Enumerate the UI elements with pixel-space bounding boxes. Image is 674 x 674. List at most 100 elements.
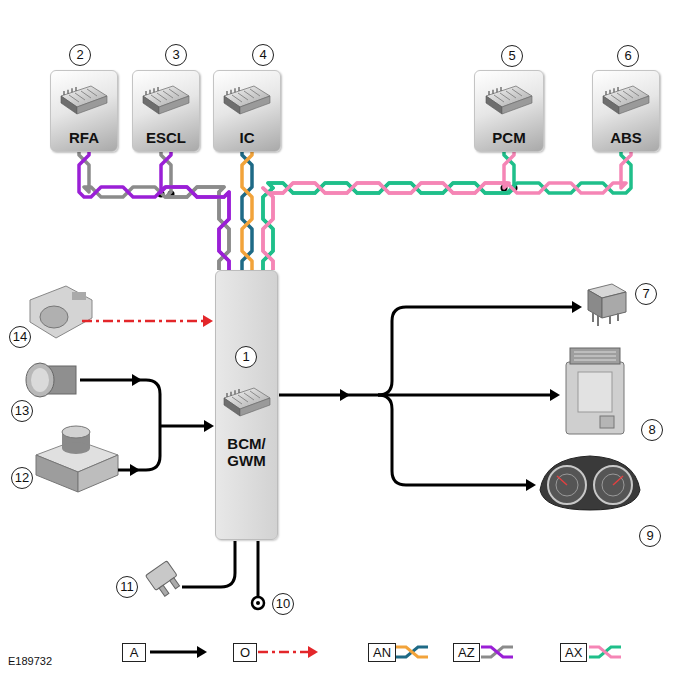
ground-eyelet (252, 597, 264, 609)
sensor-image (30, 286, 92, 338)
callout-number: 12 (11, 467, 33, 489)
arrowhead (197, 646, 207, 658)
legend-key: AN (368, 643, 396, 662)
sensor-image (30, 286, 92, 338)
module-icon (221, 383, 273, 423)
bus-strand (263, 152, 631, 270)
sensor-image (72, 292, 86, 300)
control-unit-image (574, 352, 616, 360)
module-box: RFA (50, 70, 118, 152)
control-unit-image (566, 348, 624, 434)
callout-number: 10 (272, 593, 294, 615)
switch-module-image (36, 455, 78, 492)
callout-number: 13 (11, 400, 33, 422)
callout-number: 5 (501, 45, 523, 67)
arrowhead (340, 389, 350, 401)
twisted-pair-sample (481, 647, 513, 657)
relay-image (602, 292, 626, 318)
module-name: ABS (610, 129, 642, 146)
twisted-pair-sample (396, 647, 428, 657)
fuse-image (145, 561, 182, 599)
legend-key: O (233, 643, 257, 662)
twisted-pair-bus (242, 152, 252, 270)
control-unit-image (600, 416, 614, 428)
button-image (26, 363, 76, 397)
serial-data-line (308, 646, 318, 658)
bus-strand (242, 152, 252, 270)
callout-number: 2 (69, 44, 91, 66)
callout-number: 14 (9, 326, 31, 348)
twisted-pair-sample (589, 647, 621, 657)
callout-number: 4 (252, 44, 274, 66)
legend-key: AX (560, 643, 587, 662)
relay-image (588, 284, 626, 326)
bus-strand (79, 152, 229, 270)
twisted-pair-sample (481, 647, 513, 657)
hardwired-line (257, 541, 260, 597)
module-box: ABS (592, 70, 660, 152)
hardwired-line (378, 395, 528, 485)
fuse-image (159, 585, 169, 596)
twisted-pair-bus (263, 152, 631, 270)
module-icon (58, 81, 110, 121)
hardwired-line (80, 307, 574, 652)
module-name: IC (240, 129, 255, 146)
bus-strand (263, 152, 631, 270)
serial-data-line (82, 315, 318, 658)
module-icon (600, 81, 652, 121)
module-box: IC (213, 70, 281, 152)
switch-module-image (78, 455, 118, 492)
callout-number: 9 (639, 525, 661, 547)
twisted-pair-sample (589, 647, 621, 657)
arrowhead (526, 479, 536, 491)
callout-number: 1 (235, 346, 257, 368)
module-name: ESCL (146, 129, 186, 146)
callout-number: 7 (635, 283, 657, 305)
arrowhead (130, 464, 140, 476)
arrowhead (130, 301, 582, 658)
hardwired-line (279, 307, 574, 395)
module-icon (483, 81, 535, 121)
control-unit-image (566, 362, 624, 434)
figure-code: E189732 (8, 655, 52, 667)
ground-eyelet (252, 597, 264, 609)
twisted-pair-bus (161, 152, 229, 270)
callout-number: 11 (116, 576, 138, 598)
control-unit-image (570, 348, 620, 364)
bus-strand (263, 152, 514, 270)
module-box: ESCL (132, 70, 200, 152)
module-icon (140, 81, 192, 121)
hardwired-line (378, 394, 553, 397)
instrument-cluster-image (540, 456, 640, 510)
arrowhead (132, 374, 142, 386)
bus-strand (161, 152, 229, 270)
module-box: PCM (474, 70, 544, 152)
arrowhead (204, 420, 214, 432)
hardwired-line (80, 380, 160, 470)
bus-strand (242, 152, 252, 270)
hardwired-line (182, 541, 235, 587)
twisted-pair-sample (396, 647, 428, 657)
control-unit-image (578, 372, 612, 412)
arrowhead (550, 389, 560, 401)
switch-module-image (62, 442, 90, 454)
fuse-image (170, 578, 180, 589)
callout-number: 8 (641, 419, 663, 441)
twisted-pair-bus (79, 152, 229, 270)
switch-module-image (62, 426, 90, 438)
legend-key: A (122, 643, 146, 662)
hardwired-line (160, 425, 206, 428)
bus-strand (263, 152, 514, 270)
serial-data-line (82, 320, 204, 323)
instrument-cluster-image (557, 476, 623, 485)
bus-strand (79, 152, 229, 270)
serial-data-line (258, 651, 309, 654)
button-image (31, 368, 49, 392)
relay-image (593, 312, 618, 326)
ground-eyelet (256, 601, 260, 605)
callout-number: 6 (617, 45, 639, 67)
button-image (26, 363, 54, 397)
hardwired-line (150, 651, 199, 654)
switch-module-image (36, 426, 118, 492)
